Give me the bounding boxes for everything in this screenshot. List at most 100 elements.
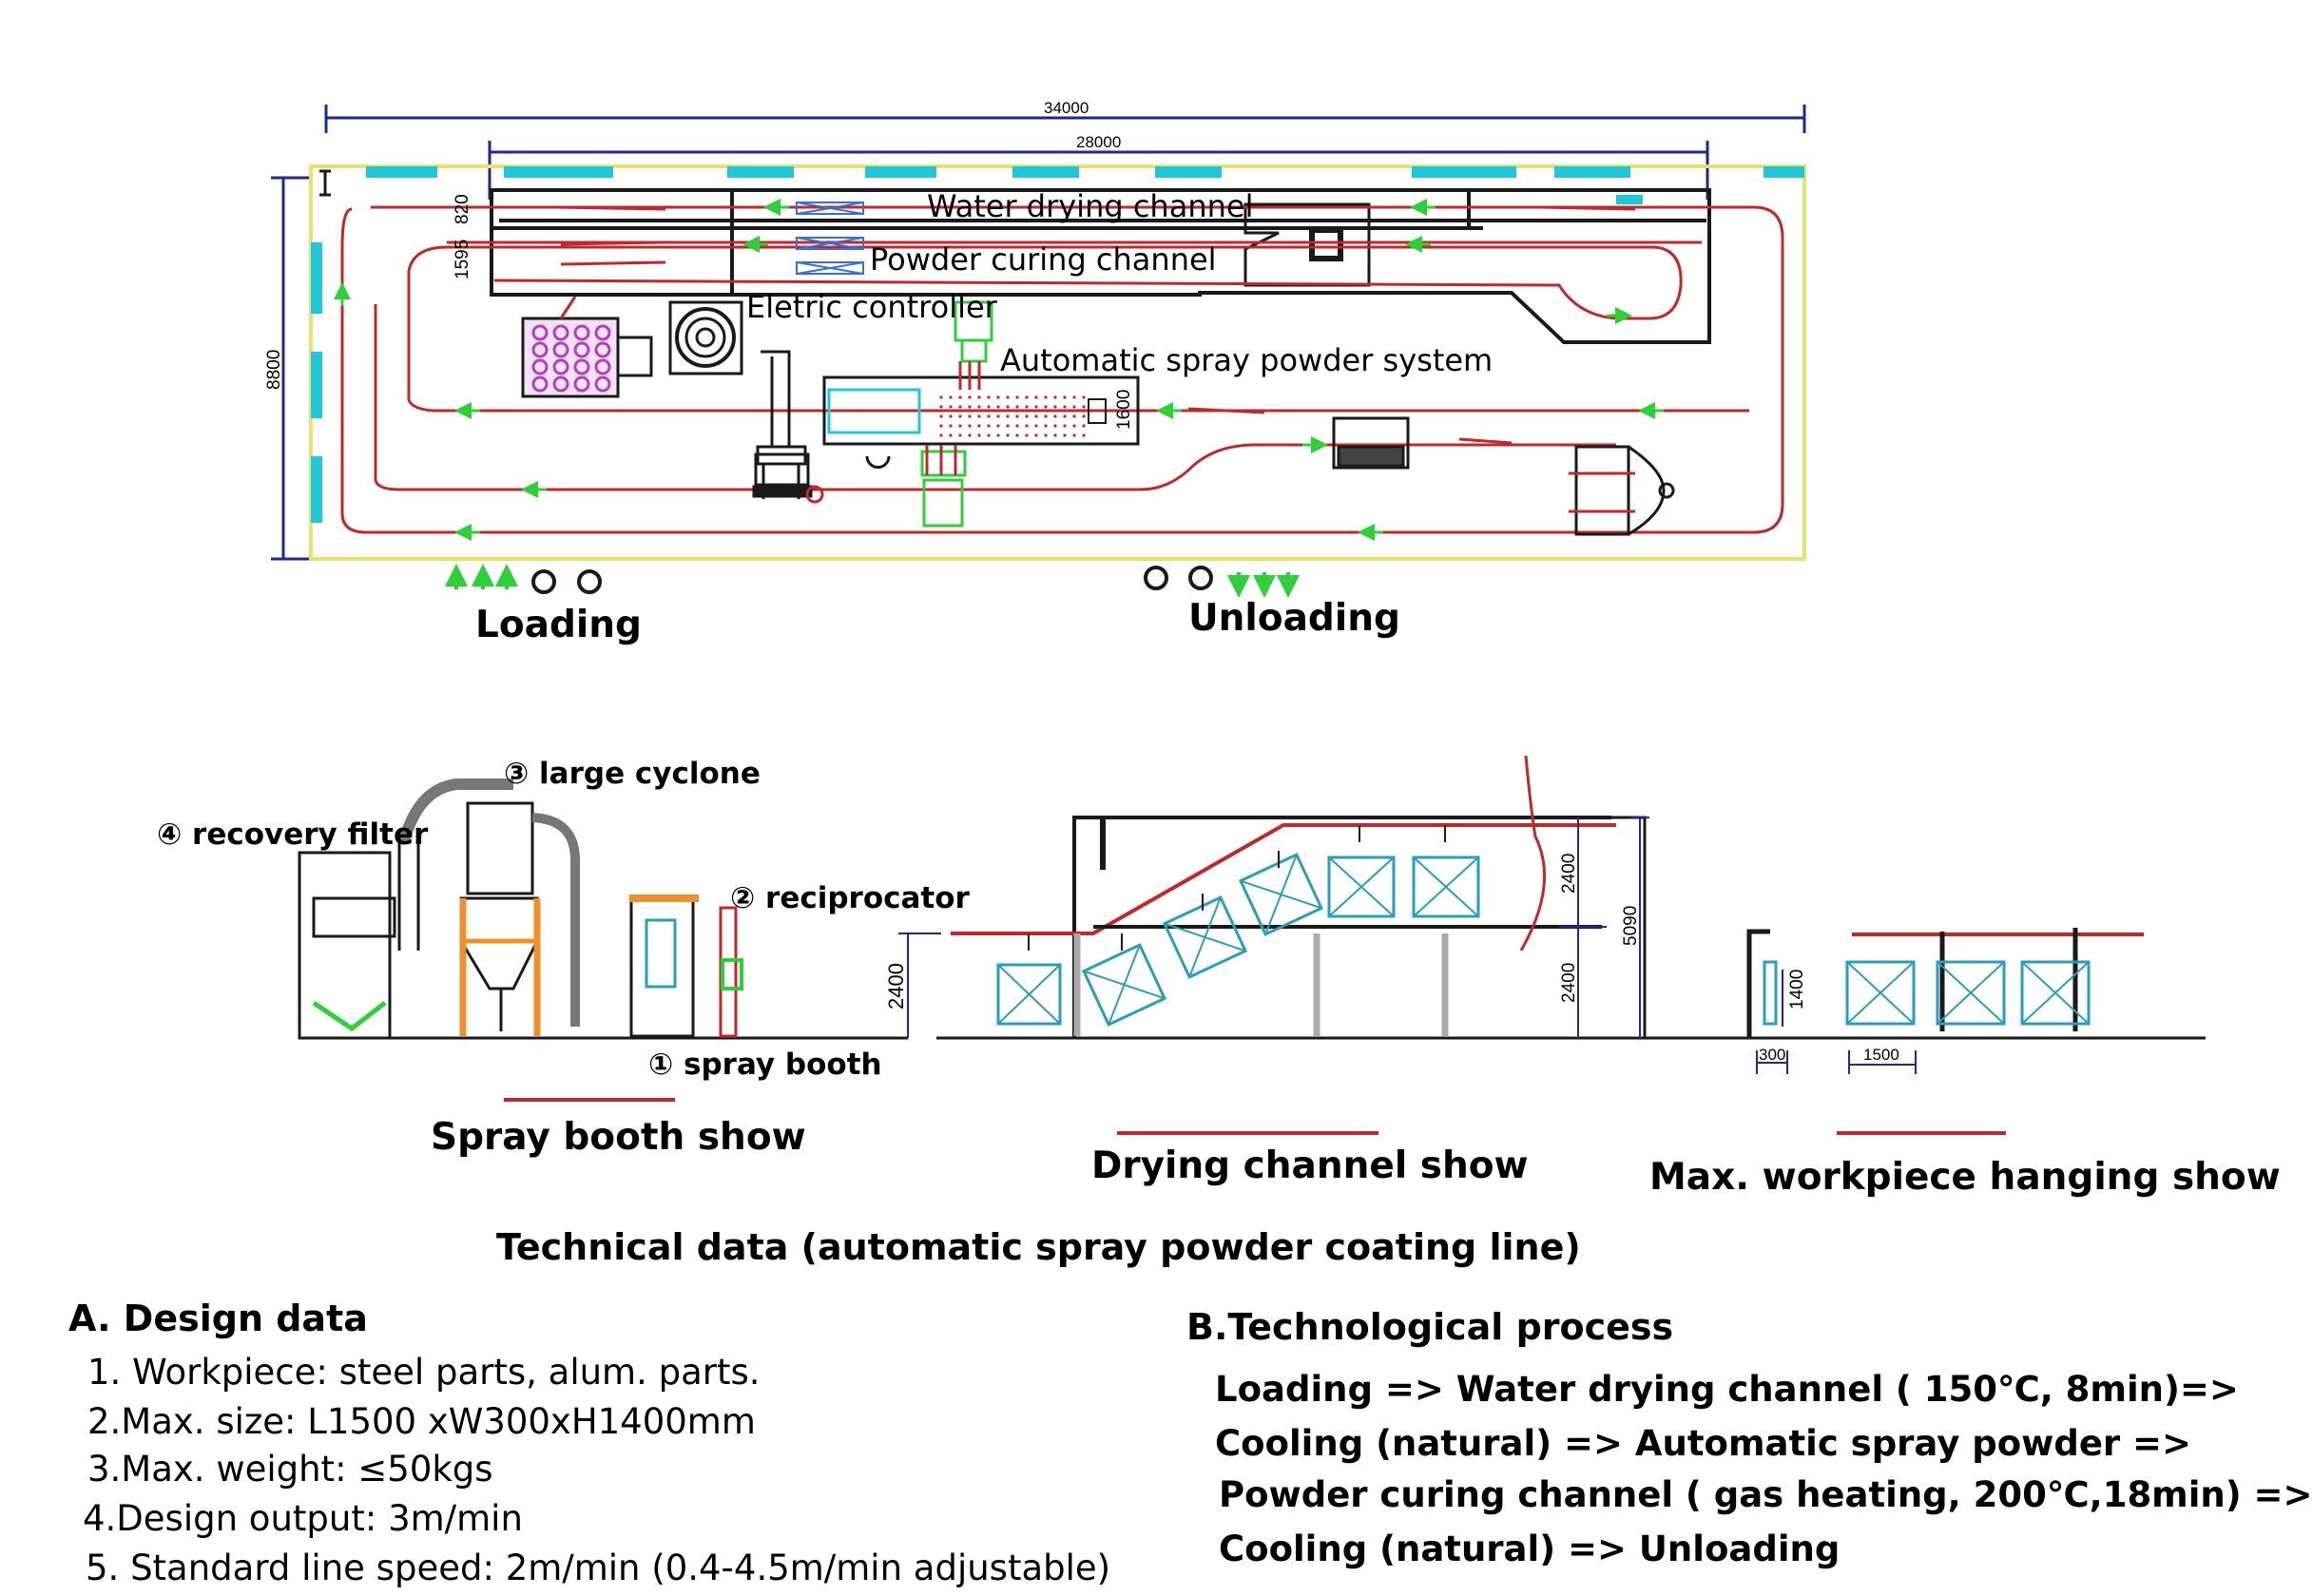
- workpiece: [996, 963, 1062, 1026]
- spray-nozzle: [1006, 395, 1010, 399]
- spray-nozzle: [977, 405, 981, 409]
- plan-dimension-lines: [271, 105, 1806, 561]
- spray-nozzle: [1063, 395, 1067, 399]
- dim-drying-total: 5090: [1621, 905, 1641, 946]
- recovery-filter-plan: [521, 296, 620, 398]
- spray-nozzle: [1082, 395, 1086, 399]
- drawing-canvas: [271, 105, 2206, 1135]
- loading-markers: [445, 564, 1300, 598]
- process-line: Powder curing channel ( gas heating, 200…: [1219, 1474, 2313, 1515]
- spray-nozzle: [977, 414, 981, 418]
- spray-nozzle: [987, 424, 991, 428]
- spray-nozzle: [958, 424, 962, 428]
- spray-nozzle: [1082, 405, 1086, 409]
- dim-drying-lower: 2400: [1559, 962, 1579, 1003]
- filter-cartridge: [552, 341, 569, 358]
- spray-nozzle: [1025, 395, 1029, 399]
- spray-nozzle: [1053, 414, 1057, 418]
- process-heading: B.Technological process: [1186, 1306, 1674, 1348]
- spray-nozzle: [996, 405, 1000, 409]
- spray-booth-plan: [822, 375, 1140, 446]
- spray-nozzle: [1006, 433, 1010, 437]
- spray-nozzle: [1082, 433, 1086, 437]
- spray-nozzle: [1006, 405, 1010, 409]
- filter-cartridge: [531, 358, 549, 375]
- spray-nozzle: [1015, 414, 1019, 418]
- plan-view: [271, 105, 1806, 598]
- spray-nozzle: [949, 395, 953, 399]
- spray-nozzle: [1053, 405, 1057, 409]
- reciprocator-plan: [920, 300, 993, 528]
- spray-nozzle: [958, 433, 962, 437]
- process-line: Cooling (natural) => Automatic spray pow…: [1215, 1423, 2192, 1464]
- caption-workpiece-hanging-show: Max. workpiece hanging show: [1649, 1156, 2281, 1199]
- spray-nozzle: [1034, 414, 1038, 418]
- spray-nozzle: [977, 424, 981, 428]
- filter-cartridges: [531, 324, 611, 393]
- spray-nozzle: [987, 395, 991, 399]
- label-water-drying-channel: Water drying channel: [927, 188, 1254, 224]
- filter-cartridge: [573, 375, 590, 393]
- dim-oven-length: 28000: [1076, 133, 1122, 151]
- control-panels: [752, 416, 1410, 504]
- spray-nozzle: [1063, 414, 1067, 418]
- heater-units: [796, 202, 864, 275]
- spray-nozzle: [958, 395, 962, 399]
- spray-nozzle: [968, 414, 972, 418]
- spray-nozzle: [1015, 405, 1019, 409]
- spray-nozzle: [996, 395, 1000, 399]
- cyclone-plan: [668, 300, 743, 375]
- spray-nozzle: [1082, 414, 1086, 418]
- spray-nozzle: [1072, 433, 1076, 437]
- spray-nozzle: [1044, 433, 1048, 437]
- filter-cartridge: [552, 358, 569, 375]
- spray-nozzle: [1006, 414, 1010, 418]
- spray-nozzle: [1044, 405, 1048, 409]
- process-line: Loading => Water drying channel ( 150℃, …: [1215, 1369, 2239, 1410]
- spray-nozzle: [1025, 414, 1029, 418]
- filter-cartridge: [531, 324, 549, 341]
- spray-nozzle: [968, 433, 972, 437]
- spray-nozzle: [1034, 405, 1038, 409]
- unloading-station: [1574, 445, 1675, 536]
- filter-cartridge: [552, 375, 569, 393]
- filter-cartridge: [594, 358, 611, 375]
- spray-nozzle: [949, 424, 953, 428]
- spray-nozzle: [939, 433, 943, 437]
- filter-cartridge: [531, 375, 549, 393]
- label-powder-curing-channel: Powder curing channel: [870, 241, 1217, 278]
- spray-nozzle: [968, 405, 972, 409]
- drying-channel-side-view: [898, 755, 2206, 1040]
- spray-nozzle: [1053, 424, 1057, 428]
- spray-nozzle: [996, 424, 1000, 428]
- label-spray-booth: ① spray booth: [648, 1048, 882, 1082]
- workpiece-hanging-view: [1746, 928, 2144, 1074]
- spray-nozzle: [987, 405, 991, 409]
- spray-nozzle: [1044, 414, 1048, 418]
- technical-data-title: Technical data (automatic spray powder c…: [496, 1226, 1581, 1268]
- conveyor-loop: [340, 205, 1784, 534]
- spray-nozzle: [1063, 405, 1067, 409]
- spray-nozzle: [939, 405, 943, 409]
- spray-nozzle: [1072, 414, 1076, 418]
- spray-nozzle: [1082, 424, 1086, 428]
- spray-nozzle: [939, 414, 943, 418]
- workpiece: [1327, 856, 1396, 918]
- spray-nozzle: [949, 433, 953, 437]
- spray-nozzle: [939, 395, 943, 399]
- spray-nozzle: [1015, 424, 1019, 428]
- dim-drying-upper: 2400: [1559, 853, 1579, 894]
- filter-cartridge: [573, 341, 590, 358]
- spray-nozzle: [949, 405, 953, 409]
- spray-nozzle: [1072, 405, 1076, 409]
- boundary-windows: [311, 166, 1804, 523]
- layout-drawing: 34000 28000 8800 820 1595 1600 Water dry…: [68, 99, 2313, 1588]
- spray-nozzle: [987, 414, 991, 418]
- spray-nozzle: [1034, 433, 1038, 437]
- spray-nozzle: [1025, 424, 1029, 428]
- dim-oven-width: 1595: [453, 239, 472, 279]
- spray-nozzle: [987, 433, 991, 437]
- label-electric-controller: Eletric controller: [746, 289, 997, 325]
- filter-cartridge: [573, 324, 590, 341]
- label-automatic-spray-system: Automatic spray powder system: [1000, 342, 1494, 378]
